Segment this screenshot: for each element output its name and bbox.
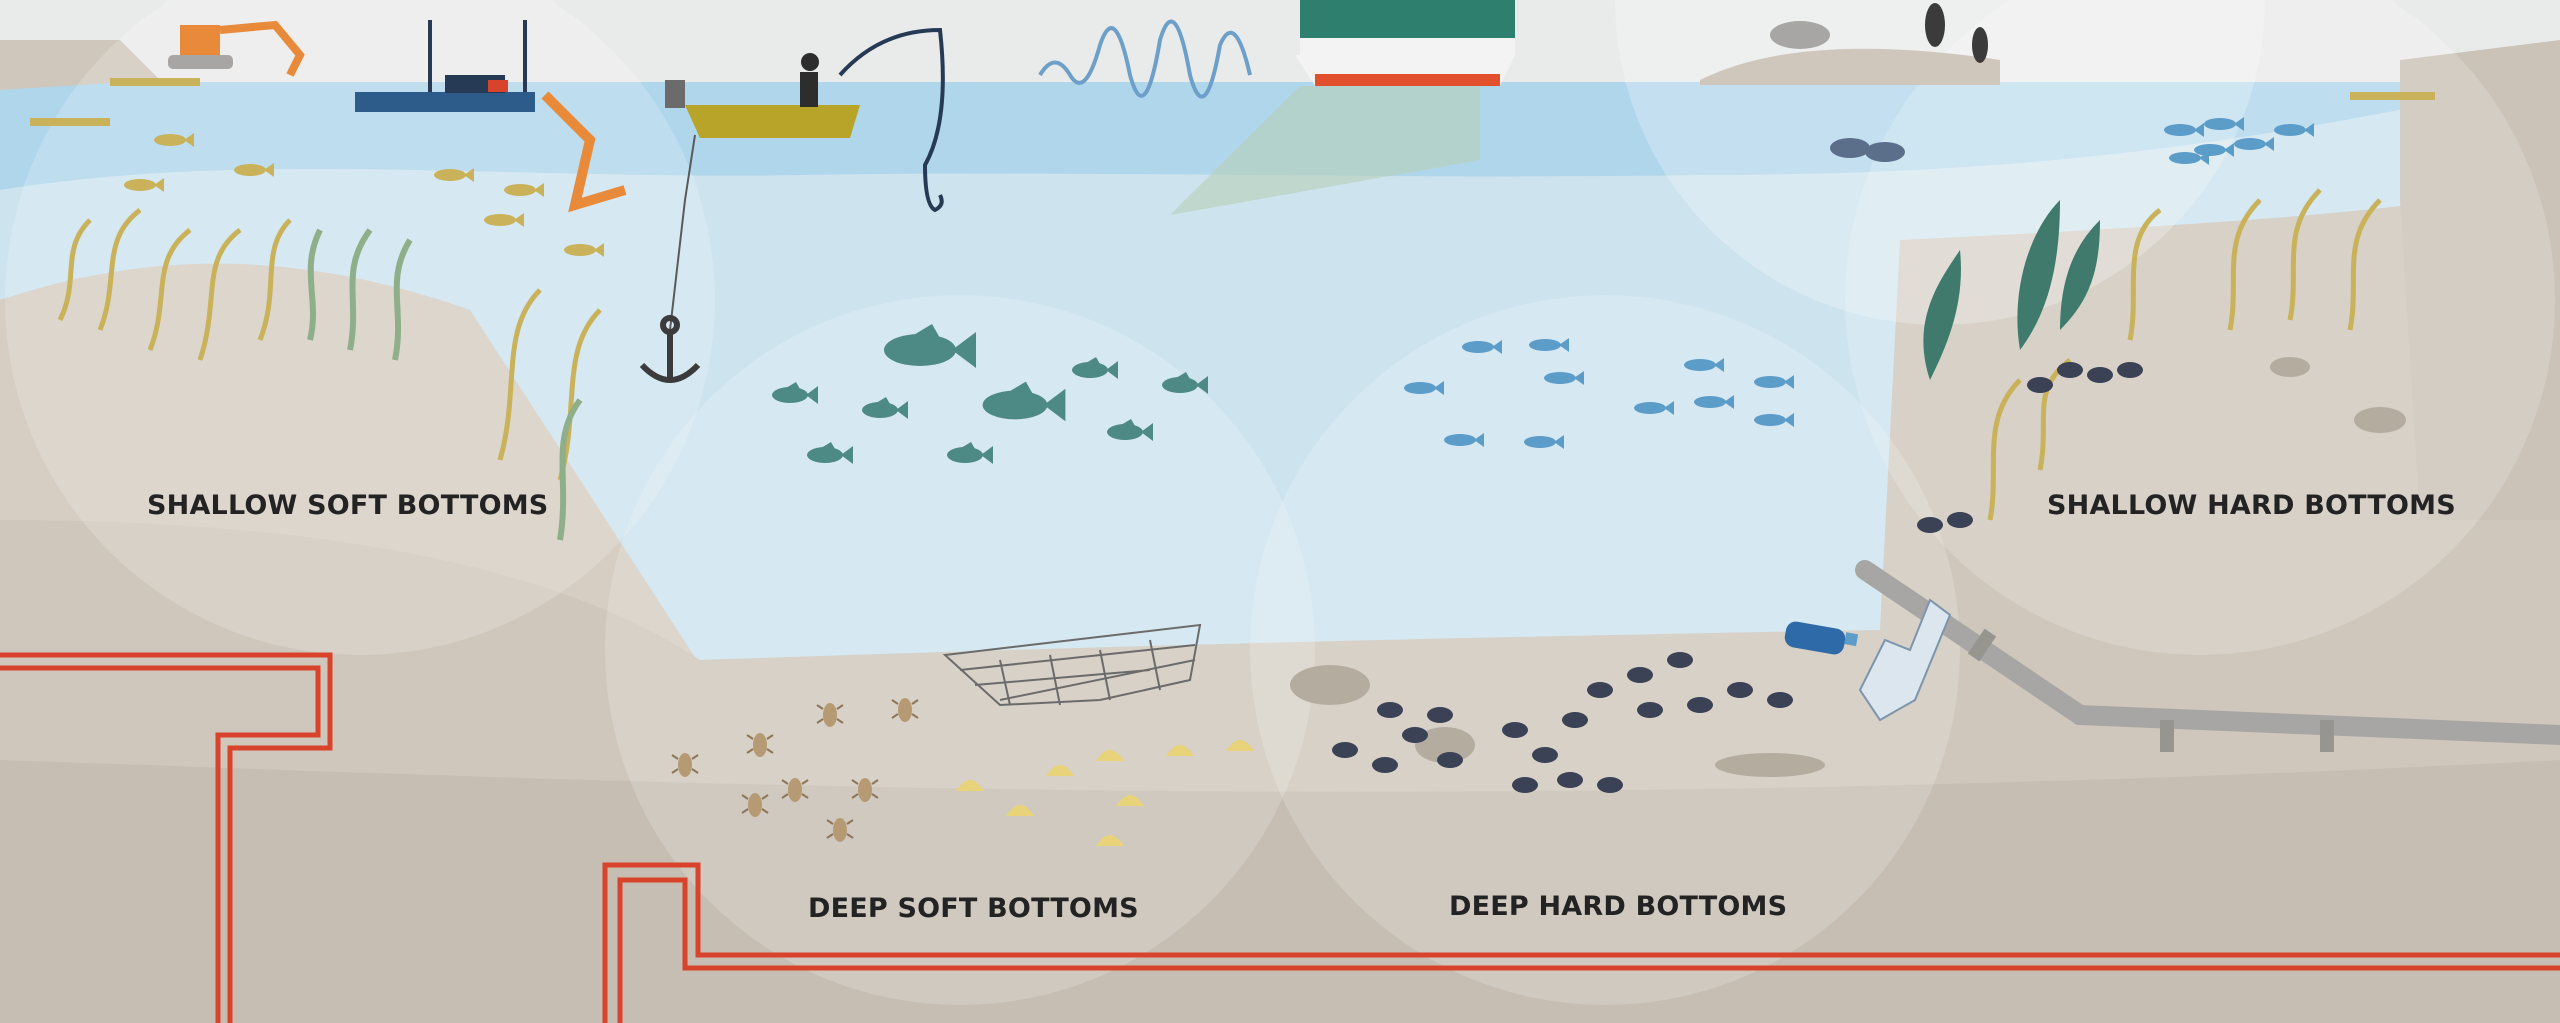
left-shore	[0, 40, 160, 90]
fishing-boat-icon	[665, 53, 860, 138]
cable-bottom	[602, 862, 2560, 1023]
zone-label-deep-hard-bottoms: DEEP HARD BOTTOMS	[1449, 891, 1788, 922]
zone-label-shallow-hard-bottoms: SHALLOW HARD BOTTOMS	[2047, 490, 2456, 521]
zone-label-shallow-soft-bottoms: SHALLOW SOFT BOTTOMS	[147, 490, 549, 521]
zone-circle-deep-soft	[605, 295, 1315, 1005]
dredger-arm-icon	[541, 91, 627, 213]
ship-light-cone	[1170, 86, 1480, 215]
pipe-joint	[1967, 628, 1997, 662]
pipe-joint	[2160, 720, 2174, 752]
flatfish-right	[2270, 357, 2406, 433]
sonar-wave	[1038, 19, 1252, 99]
plastic-bottle-icon	[1784, 621, 1859, 655]
zone-circle-shallow-hard	[1845, 0, 2555, 655]
dock-left	[30, 78, 200, 126]
anchor-icon	[639, 315, 701, 383]
zone-circle-shallow-soft	[5, 0, 715, 655]
dock-right	[2350, 92, 2435, 100]
water	[0, 82, 2450, 665]
plastic-bag-icon	[1858, 598, 1952, 722]
seagrass-left	[57, 208, 602, 481]
eelgrass-left	[307, 228, 583, 541]
excavator-icon	[168, 20, 305, 77]
barge-icon	[355, 20, 535, 112]
rocks-deep	[1290, 665, 1825, 777]
pipe-joint	[2320, 720, 2334, 752]
cable-left	[0, 652, 333, 1023]
ducks-icon	[1830, 138, 1905, 162]
sky	[0, 0, 2560, 90]
cargo-ship-icon	[1295, 0, 1515, 86]
right-shore	[2400, 40, 2560, 520]
anchor-chain	[669, 134, 696, 331]
kelp-right	[1923, 200, 2100, 380]
fishing-line	[838, 27, 945, 213]
zone-circle-deep-hard	[1250, 295, 1960, 1005]
surface-water	[0, 82, 2450, 190]
seabirds-icon	[1700, 3, 2000, 85]
zone-label-deep-soft-bottoms: DEEP SOFT BOTTOMS	[808, 893, 1139, 924]
ghost-net	[942, 623, 1202, 707]
bladderwrack-right	[1987, 188, 2382, 521]
